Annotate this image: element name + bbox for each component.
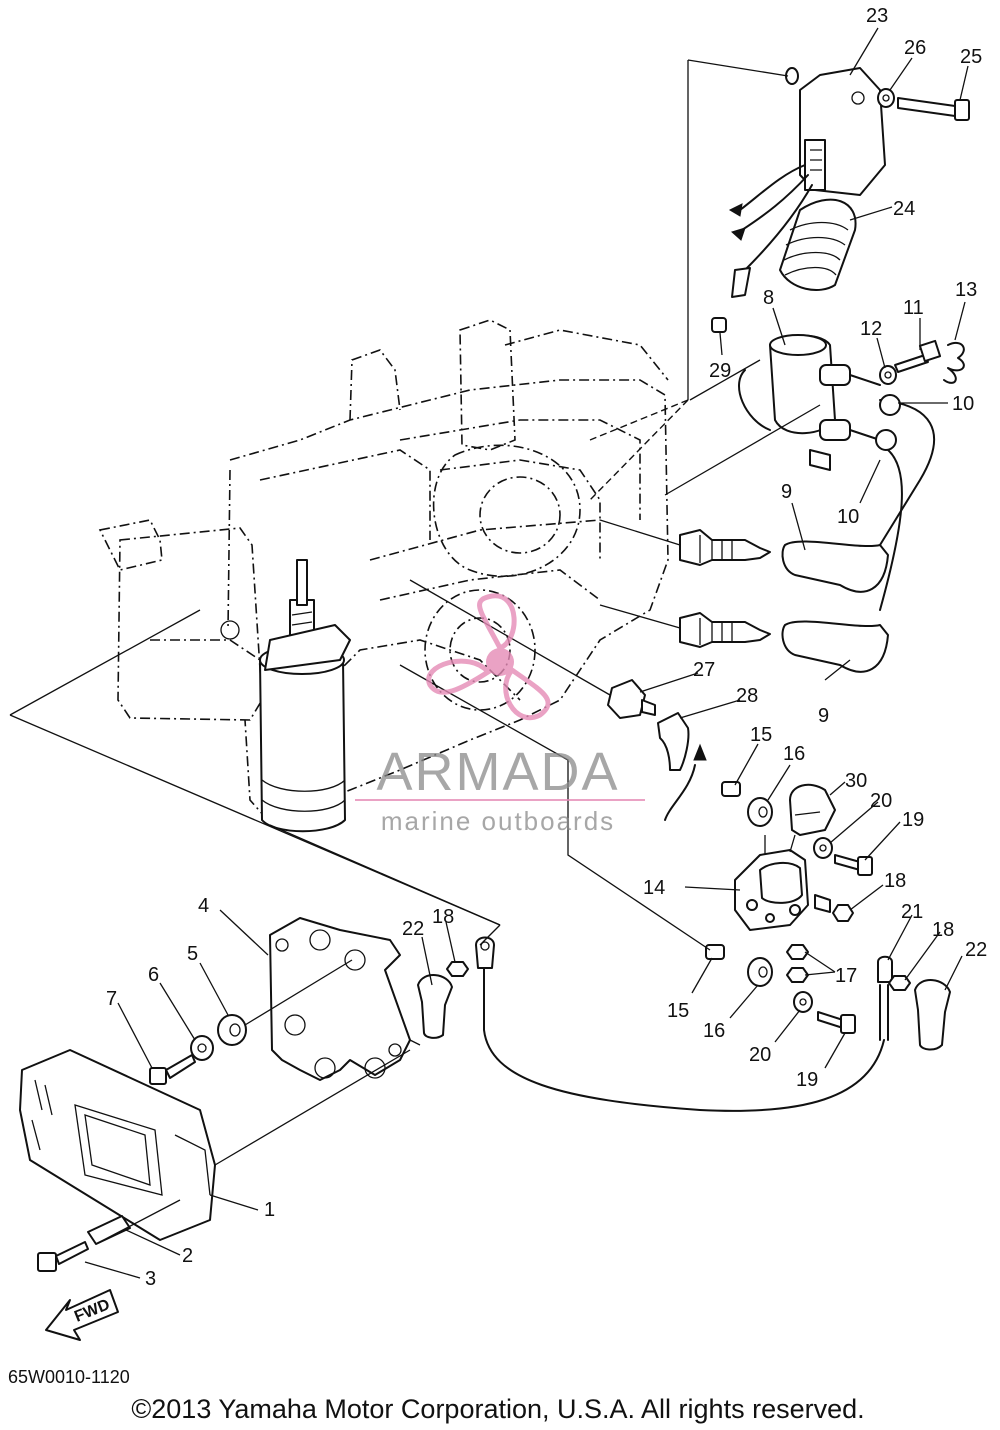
cap-28	[657, 712, 707, 821]
grommet-16-lower	[747, 957, 773, 987]
callout-22-right: 22	[965, 939, 987, 961]
rectifier-regulator-1	[19, 1049, 216, 1241]
watermark-tagline: marine outboards	[381, 806, 615, 836]
bracket-plate-4	[269, 917, 411, 1081]
callout-16-lower: 16	[703, 1020, 725, 1042]
spring-grommet-24	[779, 198, 857, 291]
callout-19-lower: 19	[796, 1069, 818, 1091]
callout-20-upper: 20	[870, 790, 892, 812]
starter-motor	[259, 559, 351, 833]
grommet-5	[217, 1014, 247, 1046]
callout-22-left: 22	[402, 918, 424, 940]
callout-23: 23	[866, 5, 888, 27]
armada-watermark: ARMADA marine outboards	[355, 593, 645, 836]
callout-26: 26	[904, 37, 926, 59]
bolt-7	[149, 1054, 196, 1085]
clamp-13	[943, 341, 965, 384]
bolt-25	[897, 97, 970, 121]
callout-29: 29	[709, 360, 731, 382]
cap-22-right	[914, 979, 951, 1051]
bolt-3	[37, 1241, 89, 1272]
callout-13: 13	[955, 279, 977, 301]
callout-15-upper: 15	[750, 724, 772, 746]
starter-relay-14	[734, 849, 831, 931]
callout-16-upper: 16	[783, 743, 805, 765]
grommet-16-upper	[747, 797, 773, 827]
bolt-19-lower	[817, 1011, 856, 1034]
callout-18-right: 18	[884, 870, 906, 892]
callout-numbers: 23 26 25 24 8 11 13 12 29 10 10 9 9 27 2…	[106, 5, 987, 1290]
callout-18-left: 18	[432, 906, 454, 928]
callout-8: 8	[763, 287, 774, 309]
callout-19-upper: 19	[902, 809, 924, 831]
armada-logo-icon	[426, 593, 551, 720]
bolt-19-upper	[834, 854, 873, 876]
spark-plug-upper	[679, 529, 771, 566]
callout-10-upper: 10	[952, 393, 974, 415]
high-tension-cords	[875, 394, 936, 611]
coil-bolt-11	[894, 339, 942, 373]
collar-15-lower	[705, 944, 725, 960]
nuts-17	[786, 944, 809, 983]
nut-18-left	[446, 961, 469, 977]
washer-26	[877, 88, 895, 108]
callout-7: 7	[106, 988, 117, 1010]
callout-27: 27	[693, 659, 715, 681]
spark-plug-caps	[781, 540, 889, 673]
callout-9-upper: 9	[781, 481, 792, 503]
cdi-unit-23	[728, 67, 886, 298]
callout-11: 11	[903, 297, 924, 319]
callout-28: 28	[736, 685, 758, 707]
callout-12: 12	[860, 318, 882, 340]
engine-block	[98, 319, 669, 827]
callout-20-lower: 20	[749, 1044, 771, 1066]
part-code: 65W0010-1120	[8, 1367, 130, 1387]
washer-20-upper	[813, 837, 833, 859]
washer-20-lower	[793, 991, 813, 1013]
callout-15-lower: 15	[667, 1000, 689, 1022]
washer-6	[190, 1035, 214, 1061]
ignition-coil	[738, 334, 881, 471]
spark-plug-lower	[679, 612, 771, 648]
washer-12	[879, 365, 897, 385]
cable-21	[483, 955, 893, 1112]
nut-18-right	[832, 904, 854, 922]
callout-leaders	[84, 27, 969, 1279]
callout-4: 4	[198, 895, 209, 917]
callout-6: 6	[148, 964, 159, 986]
bracket-30	[789, 783, 836, 836]
thermo-switch-27	[607, 679, 656, 719]
collar-2	[87, 1215, 131, 1245]
cap-29	[711, 317, 727, 333]
cable-terminal-left	[475, 936, 495, 969]
copyright-notice: ©2013 Yamaha Motor Corporation, U.S.A. A…	[131, 1394, 864, 1424]
fwd-arrow-icon: FWD	[45, 1289, 119, 1341]
callout-21: 21	[901, 901, 923, 923]
callout-18-far-right: 18	[932, 919, 954, 941]
callout-25: 25	[960, 46, 982, 68]
callout-24: 24	[893, 198, 915, 220]
callout-9-lower: 9	[818, 705, 829, 727]
watermark-brand: ARMADA	[376, 742, 619, 802]
callout-14: 14	[643, 877, 665, 899]
collar-15-upper	[721, 781, 741, 797]
callout-1: 1	[264, 1199, 275, 1221]
callout-3: 3	[145, 1268, 156, 1290]
callout-30: 30	[845, 770, 867, 792]
callout-10-lower: 10	[837, 506, 859, 528]
callout-2: 2	[182, 1245, 193, 1267]
callout-5: 5	[187, 943, 198, 965]
leader-lines	[9, 59, 821, 1245]
callout-17: 17	[835, 965, 857, 987]
cap-22-left	[417, 974, 453, 1039]
spark-plugs	[599, 519, 771, 648]
